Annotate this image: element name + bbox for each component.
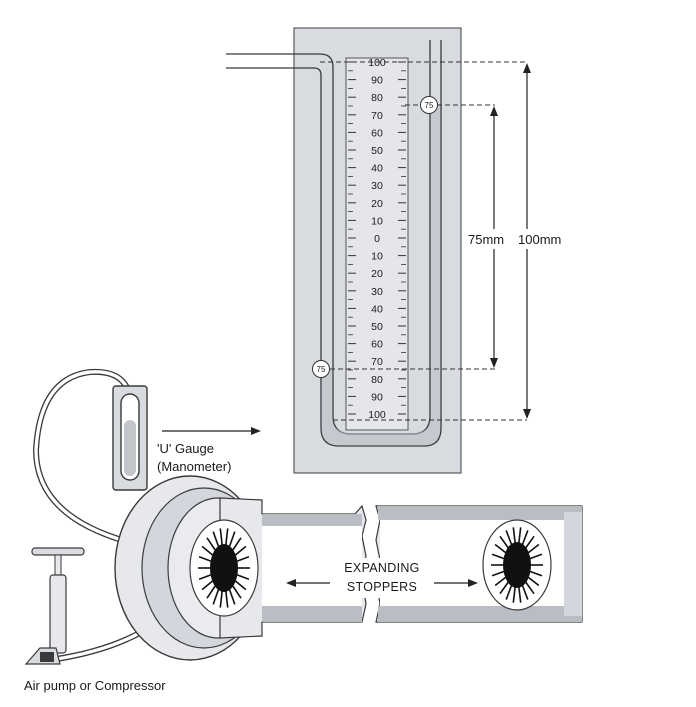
- stopper-spike: [224, 589, 229, 608]
- gauge-caption-line1: 'U' Gauge: [157, 441, 214, 456]
- scale-tick-label: 50: [371, 145, 383, 157]
- stopper-spike: [198, 573, 213, 581]
- stopper-spike: [512, 585, 517, 603]
- scale-tick-label: 40: [371, 163, 383, 175]
- scale-tick-label: 20: [371, 198, 383, 210]
- air-pump: [24, 547, 85, 665]
- stopper-spike: [512, 527, 517, 545]
- stopper-spike: [491, 553, 506, 560]
- dimension-label-backdrop: [468, 229, 578, 249]
- stopper-spike: [528, 553, 543, 560]
- scale-tick-label: 70: [371, 110, 383, 122]
- right-leg-marker: 75: [420, 96, 438, 114]
- scale-tick-label: 10: [371, 215, 383, 227]
- scale-tick-label: 60: [371, 127, 383, 139]
- stopper-spike: [228, 531, 236, 549]
- stopper-spike: [228, 587, 236, 605]
- stopper-spike: [494, 575, 508, 587]
- dimension-outer-label: 100mm: [518, 232, 561, 247]
- pump-rod: [54, 554, 62, 576]
- scale-tick-label: 60: [371, 339, 383, 351]
- stopper-spike: [517, 585, 522, 603]
- stopper-spike: [524, 535, 535, 550]
- stopper-spike: [219, 589, 224, 608]
- stopper-spike: [517, 527, 522, 545]
- scale-tick-label: 0: [374, 233, 380, 245]
- left-stopper: [189, 519, 259, 617]
- left-leg-marker-label: 75: [317, 365, 326, 374]
- stopper-spike: [499, 535, 510, 550]
- left-leg-marker: 75: [312, 360, 330, 378]
- pump-valve: [40, 652, 54, 662]
- stopper-spike: [233, 545, 247, 557]
- scale-tick-label: 80: [371, 374, 383, 386]
- pipe-right-bottom-shadow: [378, 606, 582, 622]
- stopper-spike: [491, 570, 506, 577]
- scale-tick-label: 70: [371, 356, 383, 368]
- gauge-caption-arrow: [162, 427, 261, 435]
- scale-tick-label: 30: [371, 286, 383, 298]
- stopper-spike: [499, 580, 510, 595]
- right-leg-marker-label: 75: [425, 101, 434, 110]
- stopper-spike: [206, 584, 217, 599]
- stopper-spike: [212, 587, 220, 605]
- stopper-spike: [526, 543, 540, 555]
- stopper-spike: [233, 579, 247, 591]
- stoppers-label-backdrop: [330, 558, 434, 598]
- scale-tick-label: 30: [371, 180, 383, 192]
- scale-tick-label: 50: [371, 321, 383, 333]
- stopper-spike: [526, 575, 540, 587]
- stoppers-caption-line1: EXPANDING: [344, 561, 419, 575]
- u-tube-inner: [226, 40, 442, 447]
- scale-strip: [345, 57, 409, 431]
- stopper-spike: [206, 537, 217, 552]
- right-stopper-core: [503, 542, 531, 588]
- gauge-caption-line2: (Manometer): [157, 459, 231, 474]
- stoppers-caption-line2: STOPPERS: [347, 580, 417, 594]
- stopper-spike: [505, 530, 513, 547]
- stopper-spike: [201, 579, 215, 591]
- stopper-spike: [235, 573, 250, 581]
- right-stopper: [482, 519, 552, 611]
- stopper-spike: [521, 530, 529, 547]
- scale-tick-label: 90: [371, 391, 383, 403]
- scale-tick-label: 90: [371, 75, 383, 87]
- scale-tick-label: 20: [371, 268, 383, 280]
- stopper-spike: [198, 555, 213, 563]
- scale-tick-label: 100: [368, 57, 386, 69]
- stopper-spike: [231, 537, 242, 552]
- pipe-left-bottom-shadow: [262, 606, 362, 622]
- pump-caption: Air pump or Compressor: [24, 678, 166, 693]
- stopper-spike: [235, 555, 250, 563]
- pump-barrel: [49, 574, 67, 654]
- left-stopper-spikes: [198, 528, 250, 608]
- pipe-right-top-shadow: [378, 506, 582, 520]
- stopper-spike: [219, 528, 224, 547]
- stopper-spike: [231, 584, 242, 599]
- small-gauge: [112, 385, 148, 491]
- stopper-spike: [528, 570, 543, 577]
- scale-tick-label: 10: [371, 251, 383, 263]
- stopper-spike: [224, 528, 229, 547]
- scale-tick-label: 40: [371, 303, 383, 315]
- pump-handle: [31, 547, 85, 556]
- stopper-spike: [494, 543, 508, 555]
- stopper-spike: [521, 583, 529, 600]
- manometer-board: 1009080706050403020100102030405060708090…: [226, 27, 527, 474]
- scale-tick-label: 80: [371, 92, 383, 104]
- stopper-spike: [212, 531, 220, 549]
- stopper-spike: [524, 580, 535, 595]
- stopper-spike: [201, 545, 215, 557]
- stopper-spike: [505, 583, 513, 600]
- pipe-left-top-shadow: [262, 514, 362, 526]
- dimension-inner-label: 75mm: [468, 232, 504, 247]
- right-stopper-spikes: [491, 527, 543, 603]
- pipe-right-end: [564, 512, 582, 616]
- left-stopper-core: [210, 544, 238, 592]
- scale-tick-label: 100: [368, 409, 386, 421]
